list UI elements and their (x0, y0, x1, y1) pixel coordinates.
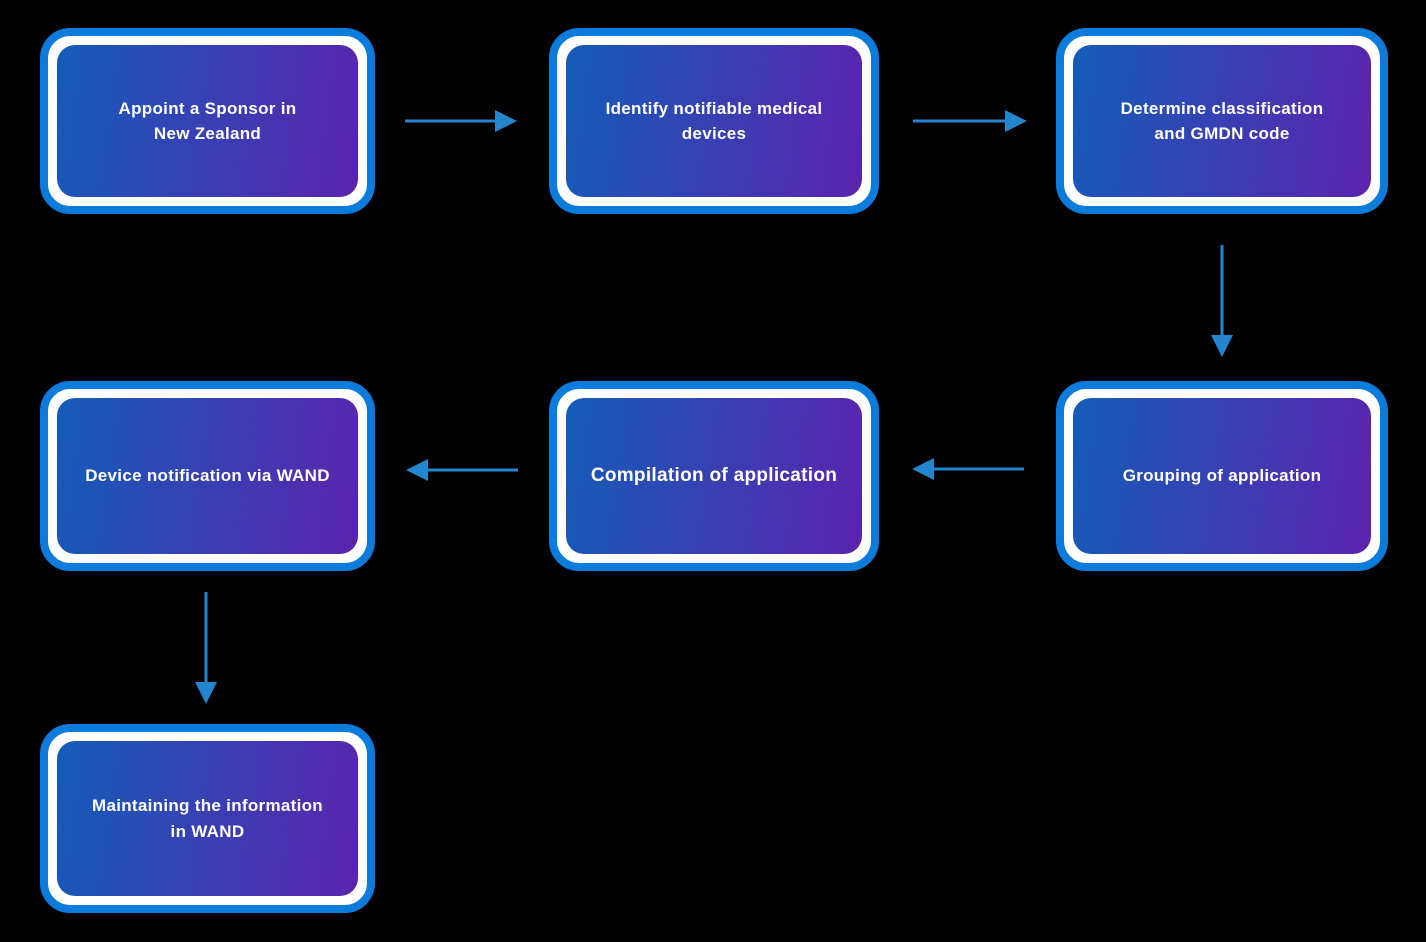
flow-node-device-notification-wand: Device notification via WAND (40, 381, 375, 571)
flow-node-identify-devices-label: Identify notifiable medical devices (566, 45, 862, 197)
flow-node-device-notification-wand-label: Device notification via WAND (57, 398, 358, 554)
flow-node-grouping-application-label: Grouping of application (1073, 398, 1371, 554)
flow-node-identify-devices: Identify notifiable medical devices (549, 28, 879, 214)
flow-node-appoint-sponsor-label: Appoint a Sponsor in New Zealand (57, 45, 358, 197)
flow-node-maintaining-wand-label: Maintaining the information in WAND (57, 741, 358, 896)
flow-node-determine-classification: Determine classification and GMDN code (1056, 28, 1388, 214)
flow-node-compilation-application: Compilation of application (549, 381, 879, 571)
arrow-classification-to-grouping-down-icon (1211, 245, 1233, 357)
arrow-appoint-to-identify-right-icon (405, 110, 517, 132)
arrow-compilation-to-notification-left-icon (406, 459, 518, 481)
arrow-notification-to-maintaining-down-icon (195, 592, 217, 704)
flow-node-compilation-application-label: Compilation of application (566, 398, 862, 554)
arrow-grouping-to-compilation-left-icon (912, 458, 1024, 480)
flow-node-maintaining-wand: Maintaining the information in WAND (40, 724, 375, 913)
flow-node-appoint-sponsor: Appoint a Sponsor in New Zealand (40, 28, 375, 214)
arrow-identify-to-classification-right-icon (913, 110, 1027, 132)
flow-node-grouping-application: Grouping of application (1056, 381, 1388, 571)
flow-node-determine-classification-label: Determine classification and GMDN code (1073, 45, 1371, 197)
